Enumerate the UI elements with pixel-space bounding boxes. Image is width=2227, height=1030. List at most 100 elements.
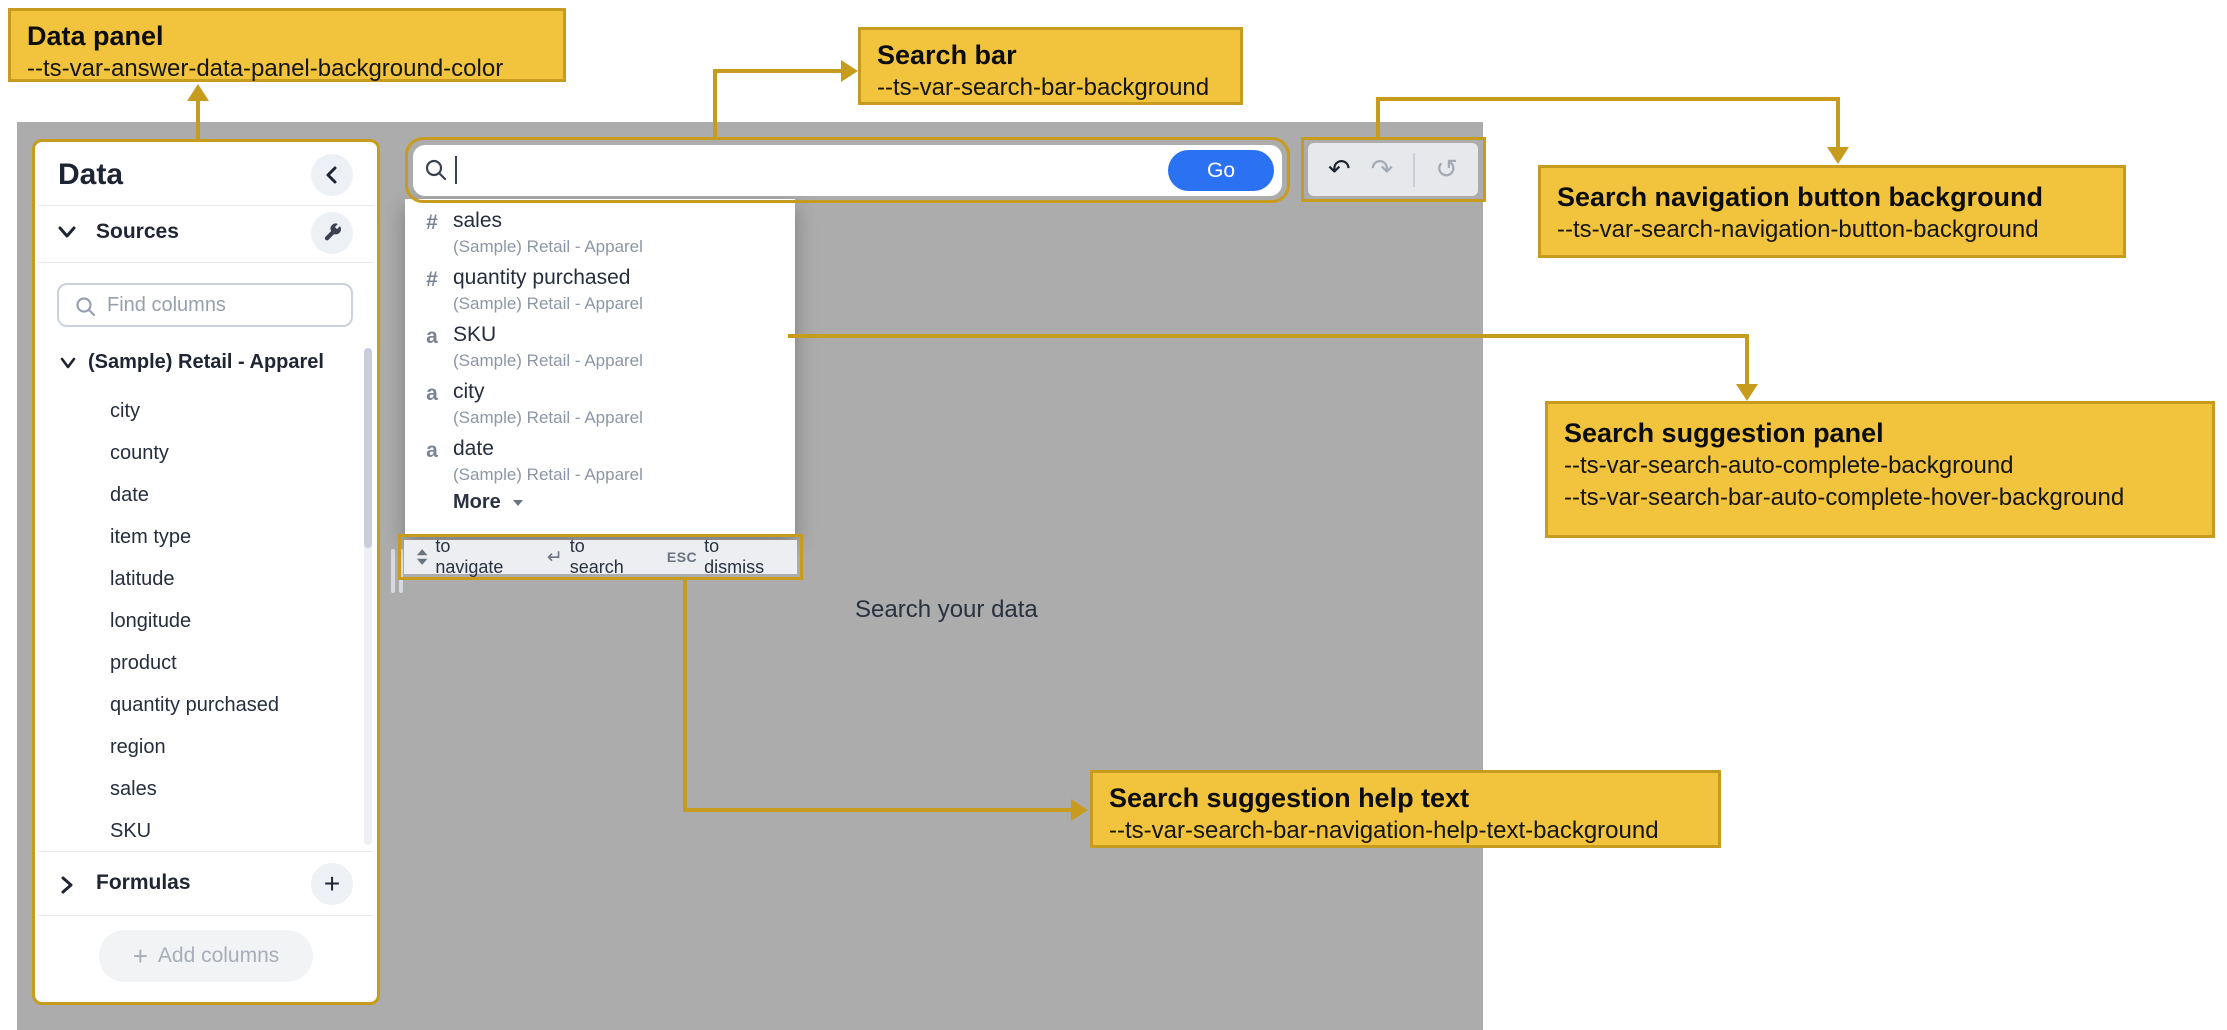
suggestion-item[interactable]: # quantity purchased (Sample) Retail - A… [405, 264, 795, 321]
column-item[interactable]: item type [110, 526, 192, 548]
suggestion-source: (Sample) Retail - Apparel [453, 465, 643, 484]
column-item[interactable]: quantity purchased [110, 694, 280, 716]
suggestion-name: SKU [453, 323, 497, 346]
suggestion-item[interactable]: a date (Sample) Retail - Apparel [405, 435, 795, 492]
text-cursor [455, 156, 457, 184]
search-icon [425, 159, 447, 181]
annotation-arrowhead [1827, 147, 1849, 164]
help-label: to search [569, 536, 624, 577]
suggestion-source: (Sample) Retail - Apparel [453, 351, 643, 370]
panel-divider [38, 851, 374, 852]
plus-icon: + [323, 868, 341, 899]
column-item[interactable]: longitude [110, 610, 192, 632]
annotation-css-var: --ts-var-search-navigation-button-backgr… [1557, 216, 2039, 243]
wrench-icon [324, 223, 341, 241]
data-panel-title: Data [58, 158, 124, 191]
search-icon [76, 297, 96, 317]
find-columns-input[interactable]: Find columns [57, 283, 353, 327]
annotation-connector [1376, 99, 1380, 137]
annotation-connector [196, 99, 200, 139]
annotation-title: Data panel [27, 21, 164, 51]
annotation-connector [1836, 97, 1840, 148]
chevron-right-icon[interactable] [60, 874, 74, 896]
help-label: to dismiss [704, 536, 765, 577]
panel-resize-handle[interactable] [399, 549, 403, 593]
column-item[interactable]: date [110, 484, 149, 506]
column-item[interactable]: sales [110, 778, 157, 800]
suggestion-name: sales [453, 209, 503, 232]
undo-icon[interactable]: ↶ [1328, 154, 1351, 185]
annotation-connector [1745, 334, 1749, 385]
column-item[interactable]: city [110, 400, 140, 422]
add-columns-label: Add columns [157, 944, 280, 967]
panel-divider [38, 262, 374, 263]
suggestion-name: quantity purchased [453, 266, 631, 289]
suggestion-name: city [453, 380, 485, 403]
annotation-connector [1376, 97, 1840, 101]
annotation-search-bar: Search bar --ts-var-search-bar-backgroun… [858, 27, 1243, 105]
go-button[interactable]: Go [1168, 150, 1274, 191]
column-item[interactable]: SKU [110, 820, 152, 842]
suggestion-item[interactable]: a SKU (Sample) Retail - Apparel [405, 321, 795, 378]
annotation-arrowhead [187, 84, 209, 101]
panel-scrollbar-track[interactable] [364, 348, 372, 845]
help-search: ↵ to search [547, 536, 633, 578]
source-table-name[interactable]: (Sample) Retail - Apparel [88, 351, 324, 373]
sources-section-label[interactable]: Sources [96, 220, 179, 243]
annotation-nav-button: Search navigation button background --ts… [1538, 165, 2126, 258]
column-item[interactable]: region [110, 736, 166, 758]
annotation-connector [713, 69, 843, 73]
annotation-css-var: --ts-var-search-bar-navigation-help-text… [1109, 817, 1659, 844]
empty-state-text: Search your data [855, 596, 1038, 623]
manage-sources-button[interactable] [311, 212, 353, 254]
reset-icon[interactable]: ↺ [1435, 154, 1458, 185]
chevron-down-icon [512, 500, 523, 506]
chevron-down-icon[interactable] [56, 224, 78, 240]
text-column-icon: a [426, 325, 438, 348]
suggestion-name: date [453, 437, 494, 460]
column-item[interactable]: county [110, 442, 169, 464]
search-suggestion-panel: # sales (Sample) Retail - Apparel # quan… [405, 199, 795, 537]
annotation-help-text: Search suggestion help text --ts-var-sea… [1090, 770, 1721, 848]
column-item[interactable]: product [110, 652, 177, 674]
find-columns-placeholder: Find columns [107, 294, 226, 316]
annotation-title: Search suggestion panel [1564, 418, 1884, 448]
formulas-section-label[interactable]: Formulas [96, 871, 191, 894]
panel-scrollbar-thumb[interactable] [364, 348, 372, 548]
help-dismiss: ESC to dismiss [667, 536, 771, 578]
numeric-column-icon: # [426, 211, 438, 234]
updown-arrows-icon [416, 549, 428, 565]
search-input[interactable] [413, 145, 1282, 196]
annotation-arrowhead [1071, 799, 1088, 821]
redo-icon[interactable]: ↷ [1370, 154, 1394, 185]
annotation-connector [788, 334, 1749, 338]
collapse-panel-button[interactable] [311, 154, 353, 196]
chevron-down-icon[interactable] [58, 356, 78, 371]
plus-icon: + [132, 940, 148, 971]
enter-arrow-icon: ↵ [546, 546, 563, 568]
annotation-title: Search bar [877, 40, 1017, 70]
annotation-css-var: --ts-var-answer-data-panel-background-co… [27, 55, 504, 82]
text-column-icon: a [426, 439, 438, 462]
help-label: to navigate [435, 536, 504, 577]
nav-divider [1413, 152, 1416, 187]
chevron-left-icon [326, 166, 337, 184]
panel-divider [38, 205, 374, 206]
help-navigate: to navigate [416, 536, 513, 578]
column-item[interactable]: latitude [110, 568, 175, 590]
suggestion-item[interactable]: # sales (Sample) Retail - Apparel [405, 207, 795, 264]
annotation-css-var: --ts-var-search-bar-background [877, 74, 1210, 101]
suggestion-source: (Sample) Retail - Apparel [453, 408, 643, 427]
annotation-css-var: --ts-var-search-auto-complete-background [1564, 452, 2014, 479]
add-columns-button[interactable]: + Add columns [99, 930, 313, 982]
annotation-title: Search suggestion help text [1109, 783, 1470, 813]
text-column-icon: a [426, 382, 438, 405]
more-suggestions-button[interactable]: More [453, 491, 525, 514]
suggestion-item[interactable]: a city (Sample) Retail - Apparel [405, 378, 795, 435]
panel-resize-handle[interactable] [391, 549, 395, 593]
numeric-column-icon: # [426, 268, 438, 291]
add-formula-button[interactable]: + [311, 863, 353, 905]
annotation-data-panel: Data panel --ts-var-answer-data-panel-ba… [8, 8, 566, 82]
annotation-connector [713, 71, 717, 137]
